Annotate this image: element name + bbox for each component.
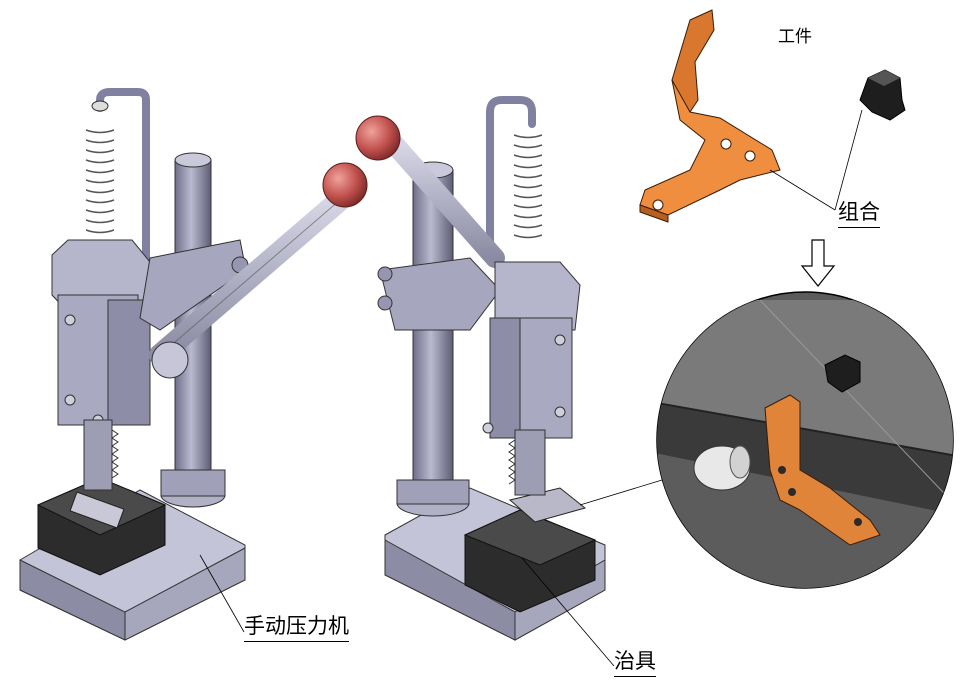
fixture-label: 治具 [614, 645, 656, 677]
leader-line-manual-press [199, 554, 245, 633]
assembly-label: 组合 [838, 196, 880, 228]
workpiece-copper-part [639, 9, 781, 223]
spring-middle [513, 134, 543, 239]
manual-press-middle [355, 96, 606, 641]
manual-press-label: 手动压力机 [244, 610, 349, 642]
spring-left [85, 129, 115, 234]
leader-line-assembly-part [769, 169, 836, 211]
detail-zoom-circle [656, 291, 954, 589]
hollow-down-arrow-icon [800, 239, 836, 287]
leader-line-assembly-cap [834, 109, 863, 211]
plastic-cap-part [859, 69, 906, 121]
leader-line-fixture [521, 557, 615, 667]
manual-press-left [19, 88, 368, 641]
workpiece-label: 工件 [778, 27, 812, 47]
leader-line-detail [579, 479, 663, 506]
